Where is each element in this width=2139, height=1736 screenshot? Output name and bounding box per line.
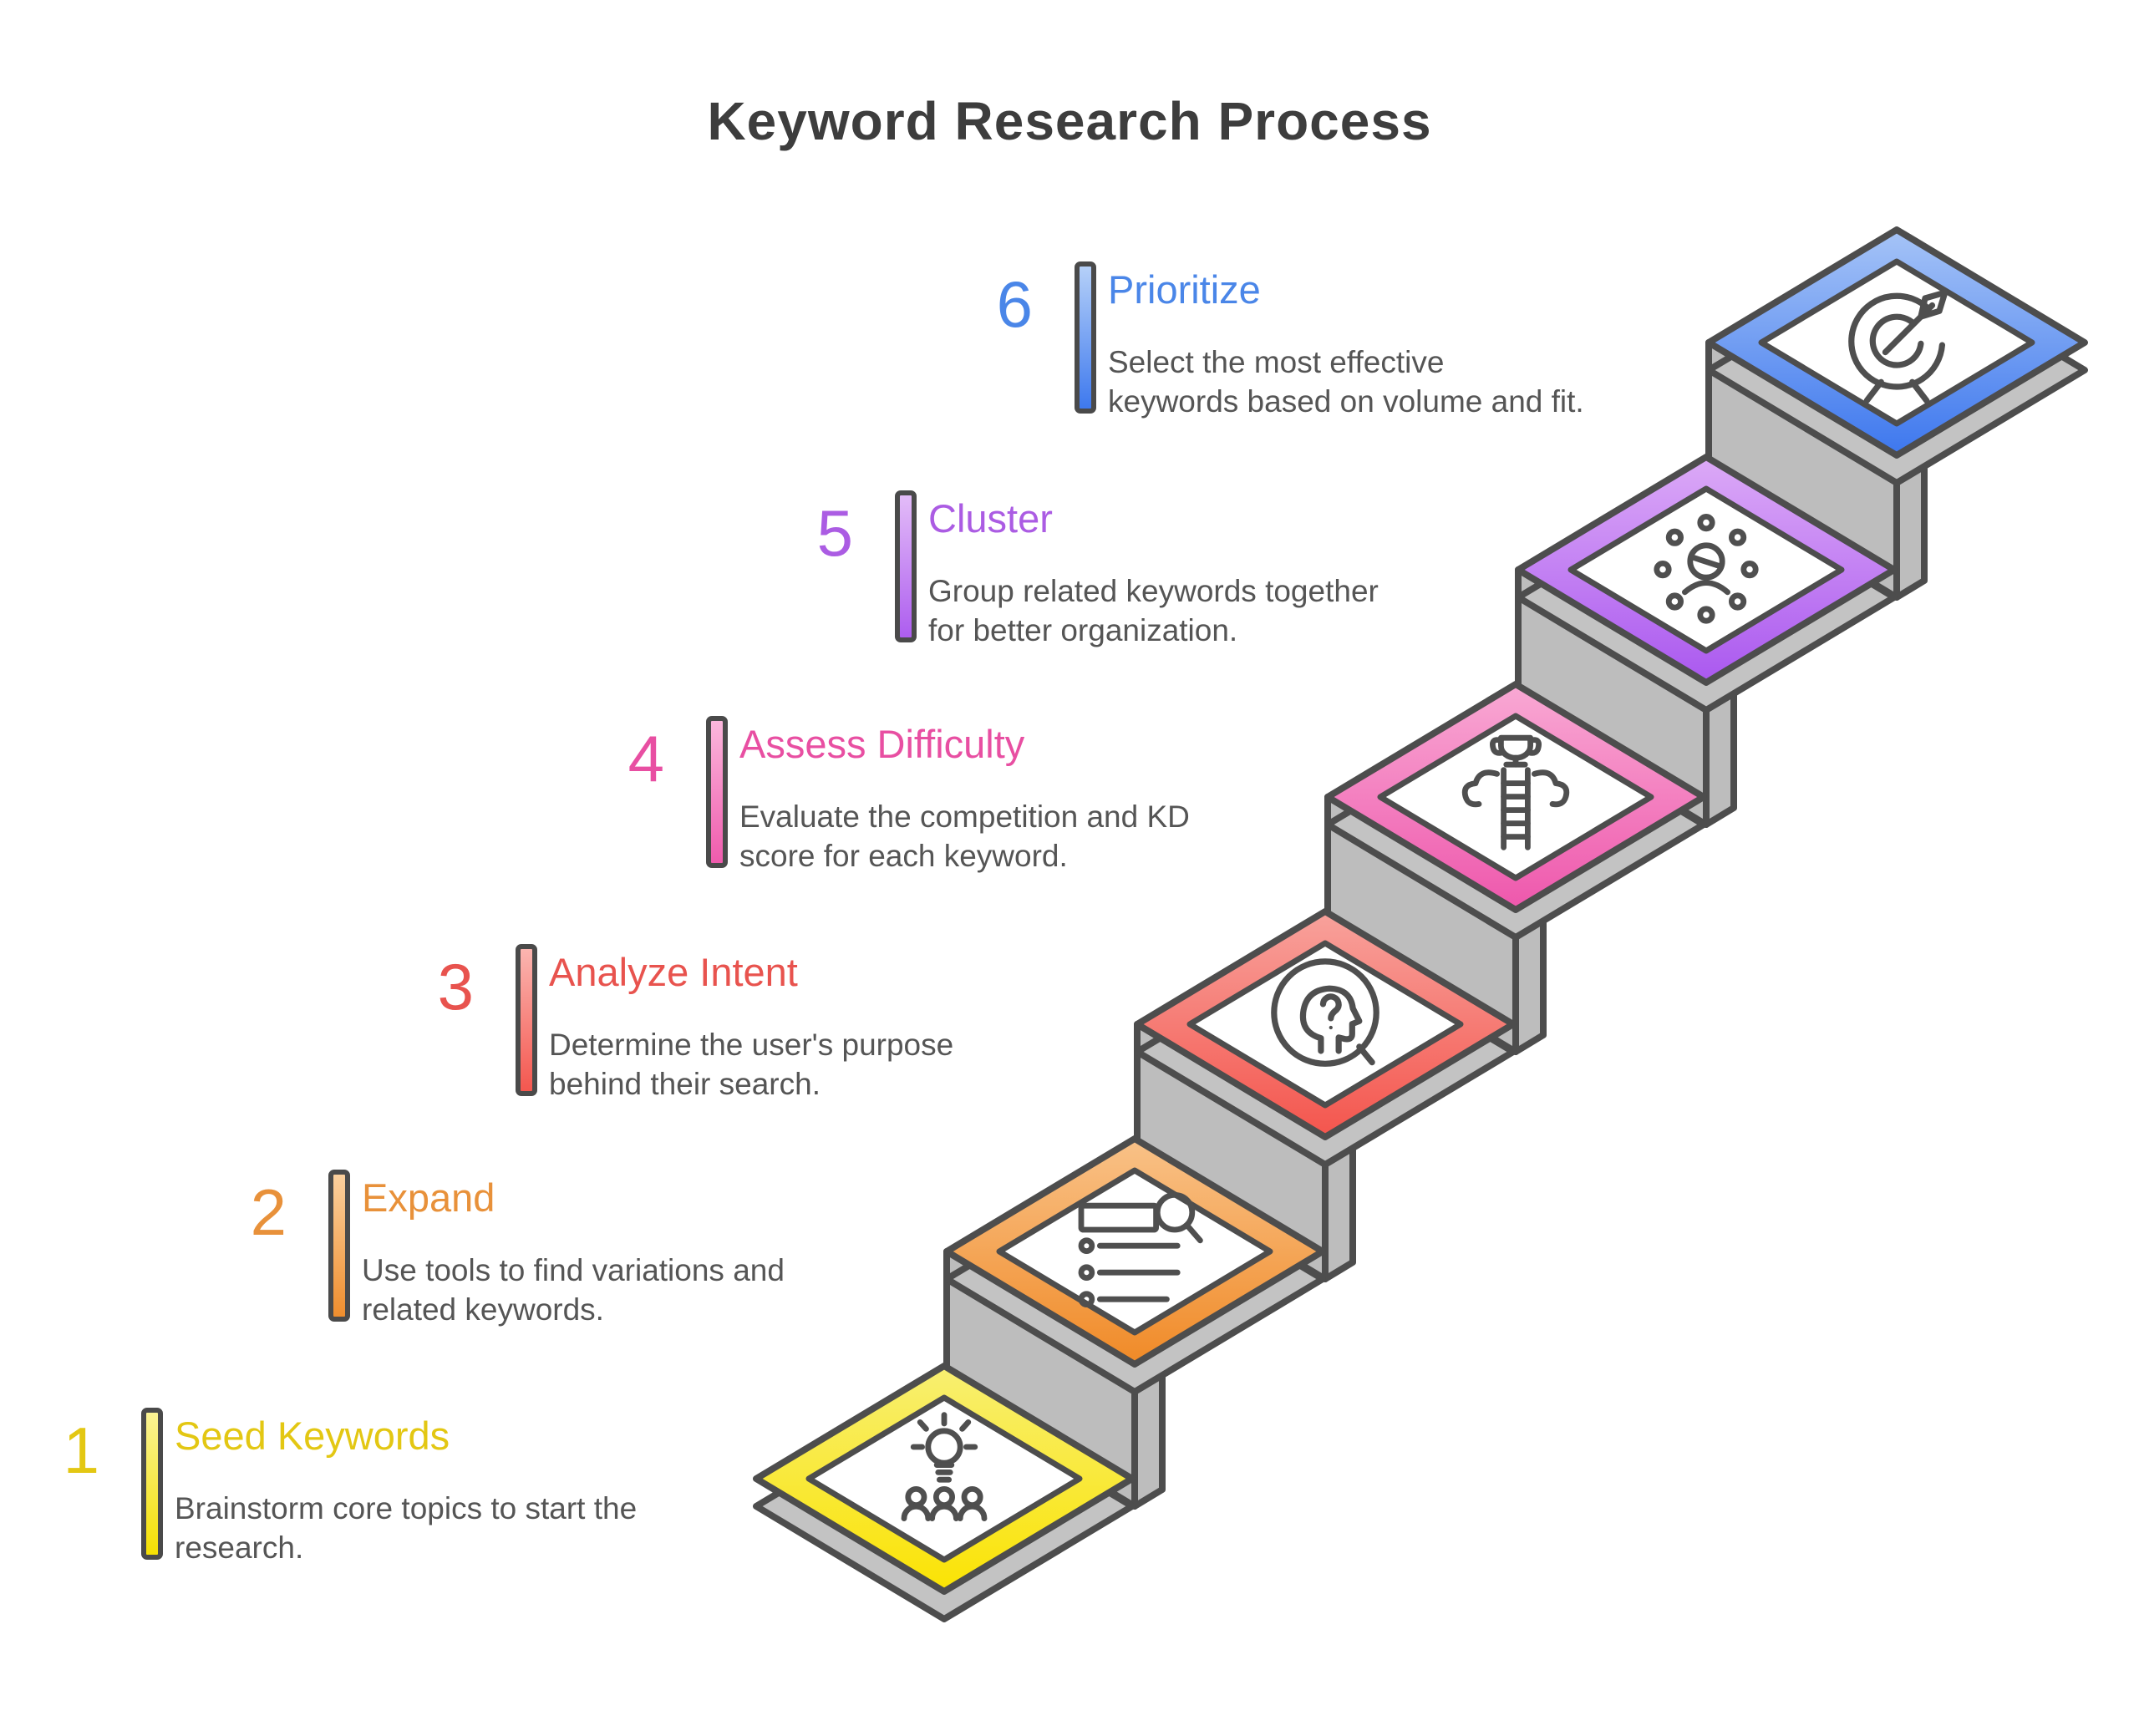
step-5-description: Group related keywords together for bett…: [928, 574, 1379, 647]
step-6-block: 6 Prioritize Select the most effective k…: [997, 261, 1584, 419]
step-2-platform: [943, 1135, 1326, 1510]
step-1-title: Seed Keywords: [175, 1414, 450, 1458]
step-6-description: Select the most effective keywords based…: [1108, 345, 1584, 419]
target-arrow-icon: [1848, 289, 1948, 404]
step-4-number: 4: [627, 722, 664, 795]
step-2-tile: [996, 1167, 1273, 1336]
step-1-block: 1 Seed Keywords Brainstorm core topics t…: [64, 1408, 637, 1565]
step-3-color-bar: [516, 944, 537, 1096]
difficulty-ladder-trophy-icon: [1461, 734, 1570, 850]
step-2-title: Expand: [362, 1175, 495, 1220]
step-6-number: 6: [996, 267, 1033, 341]
step-1-color-bar: [141, 1408, 163, 1560]
step-5-block: 5 Cluster Group related keywords togethe…: [817, 490, 1379, 647]
cluster-people-icon: [1654, 513, 1759, 624]
step-1-platform: [753, 1363, 1136, 1622]
step-5-tile: [1567, 485, 1845, 654]
step-2-number: 2: [250, 1175, 287, 1249]
step-5-color-bar: [895, 490, 917, 642]
step-6-color-bar: [1075, 261, 1096, 414]
step-2-block: 2 Expand Use tools to find variations an…: [251, 1170, 785, 1327]
step-4-block: 4 Assess Difficulty Evaluate the competi…: [628, 716, 1190, 873]
step-2-color-bar: [328, 1170, 350, 1322]
step-1-description: Brainstorm core topics to start the rese…: [175, 1491, 638, 1565]
step-4-platform: [1324, 681, 1707, 1055]
step-4-color-bar: [706, 716, 728, 868]
step-5-title: Cluster: [928, 496, 1053, 541]
step-6-platform: [1705, 226, 2088, 601]
step-1-number: 1: [63, 1414, 99, 1487]
step-3-title: Analyze Intent: [549, 950, 798, 994]
step-3-platform: [1134, 908, 1517, 1282]
page-title: Keyword Research Process: [707, 91, 1432, 151]
step-3-tile: [1186, 940, 1464, 1109]
step-3-description: Determine the user's purpose behind thei…: [549, 1028, 954, 1101]
step-2-description: Use tools to find variations and related…: [362, 1253, 785, 1327]
step-4-description: Evaluate the competition and KD score fo…: [739, 799, 1190, 873]
step-3-number: 3: [437, 950, 474, 1023]
step-3-block: 3 Analyze Intent Determine the user's pu…: [438, 944, 953, 1101]
step-5-platform: [1515, 454, 1898, 828]
intent-head-search-icon: [1271, 958, 1379, 1067]
step-5-number: 5: [816, 496, 853, 570]
keyword-list-search-icon: [1078, 1191, 1203, 1308]
idea-team-icon: [901, 1412, 988, 1522]
step-4-title: Assess Difficulty: [739, 722, 1025, 766]
step-6-title: Prioritize: [1108, 267, 1261, 312]
